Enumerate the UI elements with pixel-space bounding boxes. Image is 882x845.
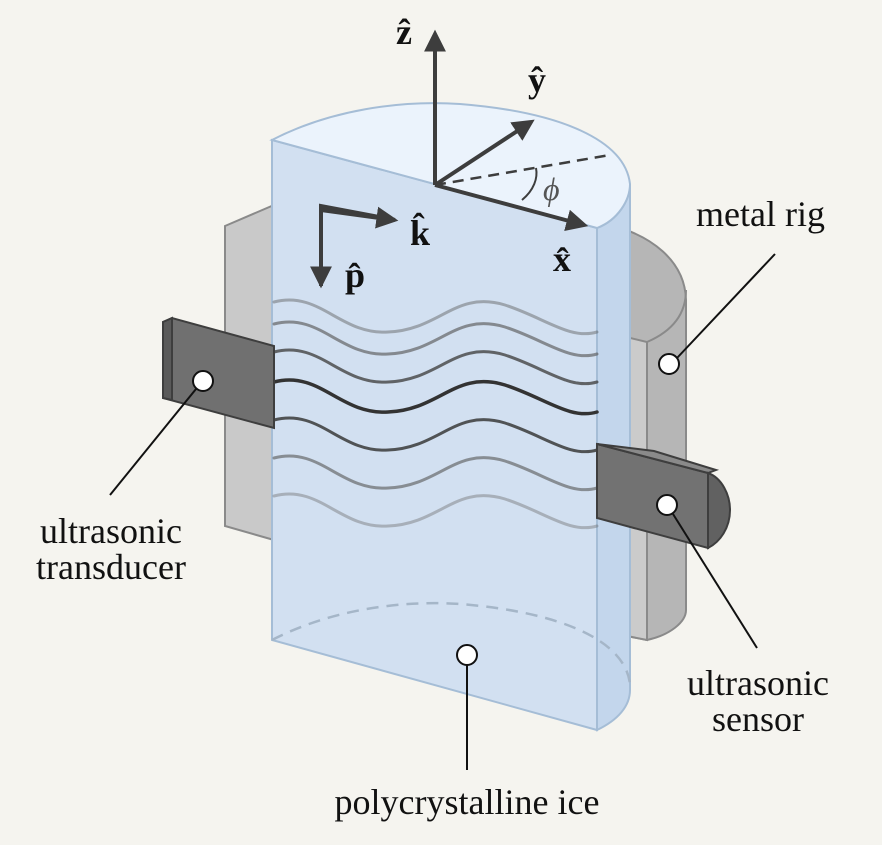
y-axis-arrow — [433, 119, 535, 187]
ice-callout-dot — [456, 644, 478, 666]
transducer-callout-dot — [192, 370, 214, 392]
sensor-callout-dot — [656, 494, 678, 516]
axis-labels: ẑ ŷ x̂ k̂ p̂ ϕ — [345, 12, 571, 295]
metal-rig-callout-dot — [658, 353, 680, 375]
ice-block — [269, 102, 632, 732]
sensor-label-line2: sensor — [712, 699, 804, 739]
x-axis-label: x̂ — [553, 239, 571, 279]
p-vector-label: p̂ — [345, 255, 365, 295]
ice-label: polycrystalline ice — [335, 782, 600, 822]
phi-angle-label: ϕ — [543, 171, 560, 207]
x-axis-arrow — [434, 183, 589, 232]
ultrasonic-sensor — [596, 442, 732, 550]
transducer-label-line1: ultrasonic — [40, 511, 182, 551]
ice-texture — [298, 290, 568, 585]
z-axis-label: ẑ — [396, 12, 412, 52]
ultrasonic-transducer — [162, 316, 275, 430]
k-vector-label: k̂ — [410, 212, 430, 253]
sensor-leader — [672, 513, 758, 649]
k-arrow — [320, 206, 399, 229]
sensor-label-line1: ultrasonic — [687, 663, 829, 703]
metal-rig-label: metal rig — [696, 194, 825, 234]
transducer-label-line2: transducer — [36, 547, 186, 587]
coordinate-axes — [310, 29, 611, 289]
angle-arc — [521, 167, 538, 201]
y-axis-label: ŷ — [528, 60, 546, 100]
callouts: metal rig ultrasonic transducer ultrason… — [36, 194, 829, 822]
ultrasonic-waves — [272, 298, 599, 530]
metal-rig-leader — [676, 253, 776, 359]
transducer-leader — [109, 388, 197, 496]
reference-dashed-line — [434, 153, 611, 187]
